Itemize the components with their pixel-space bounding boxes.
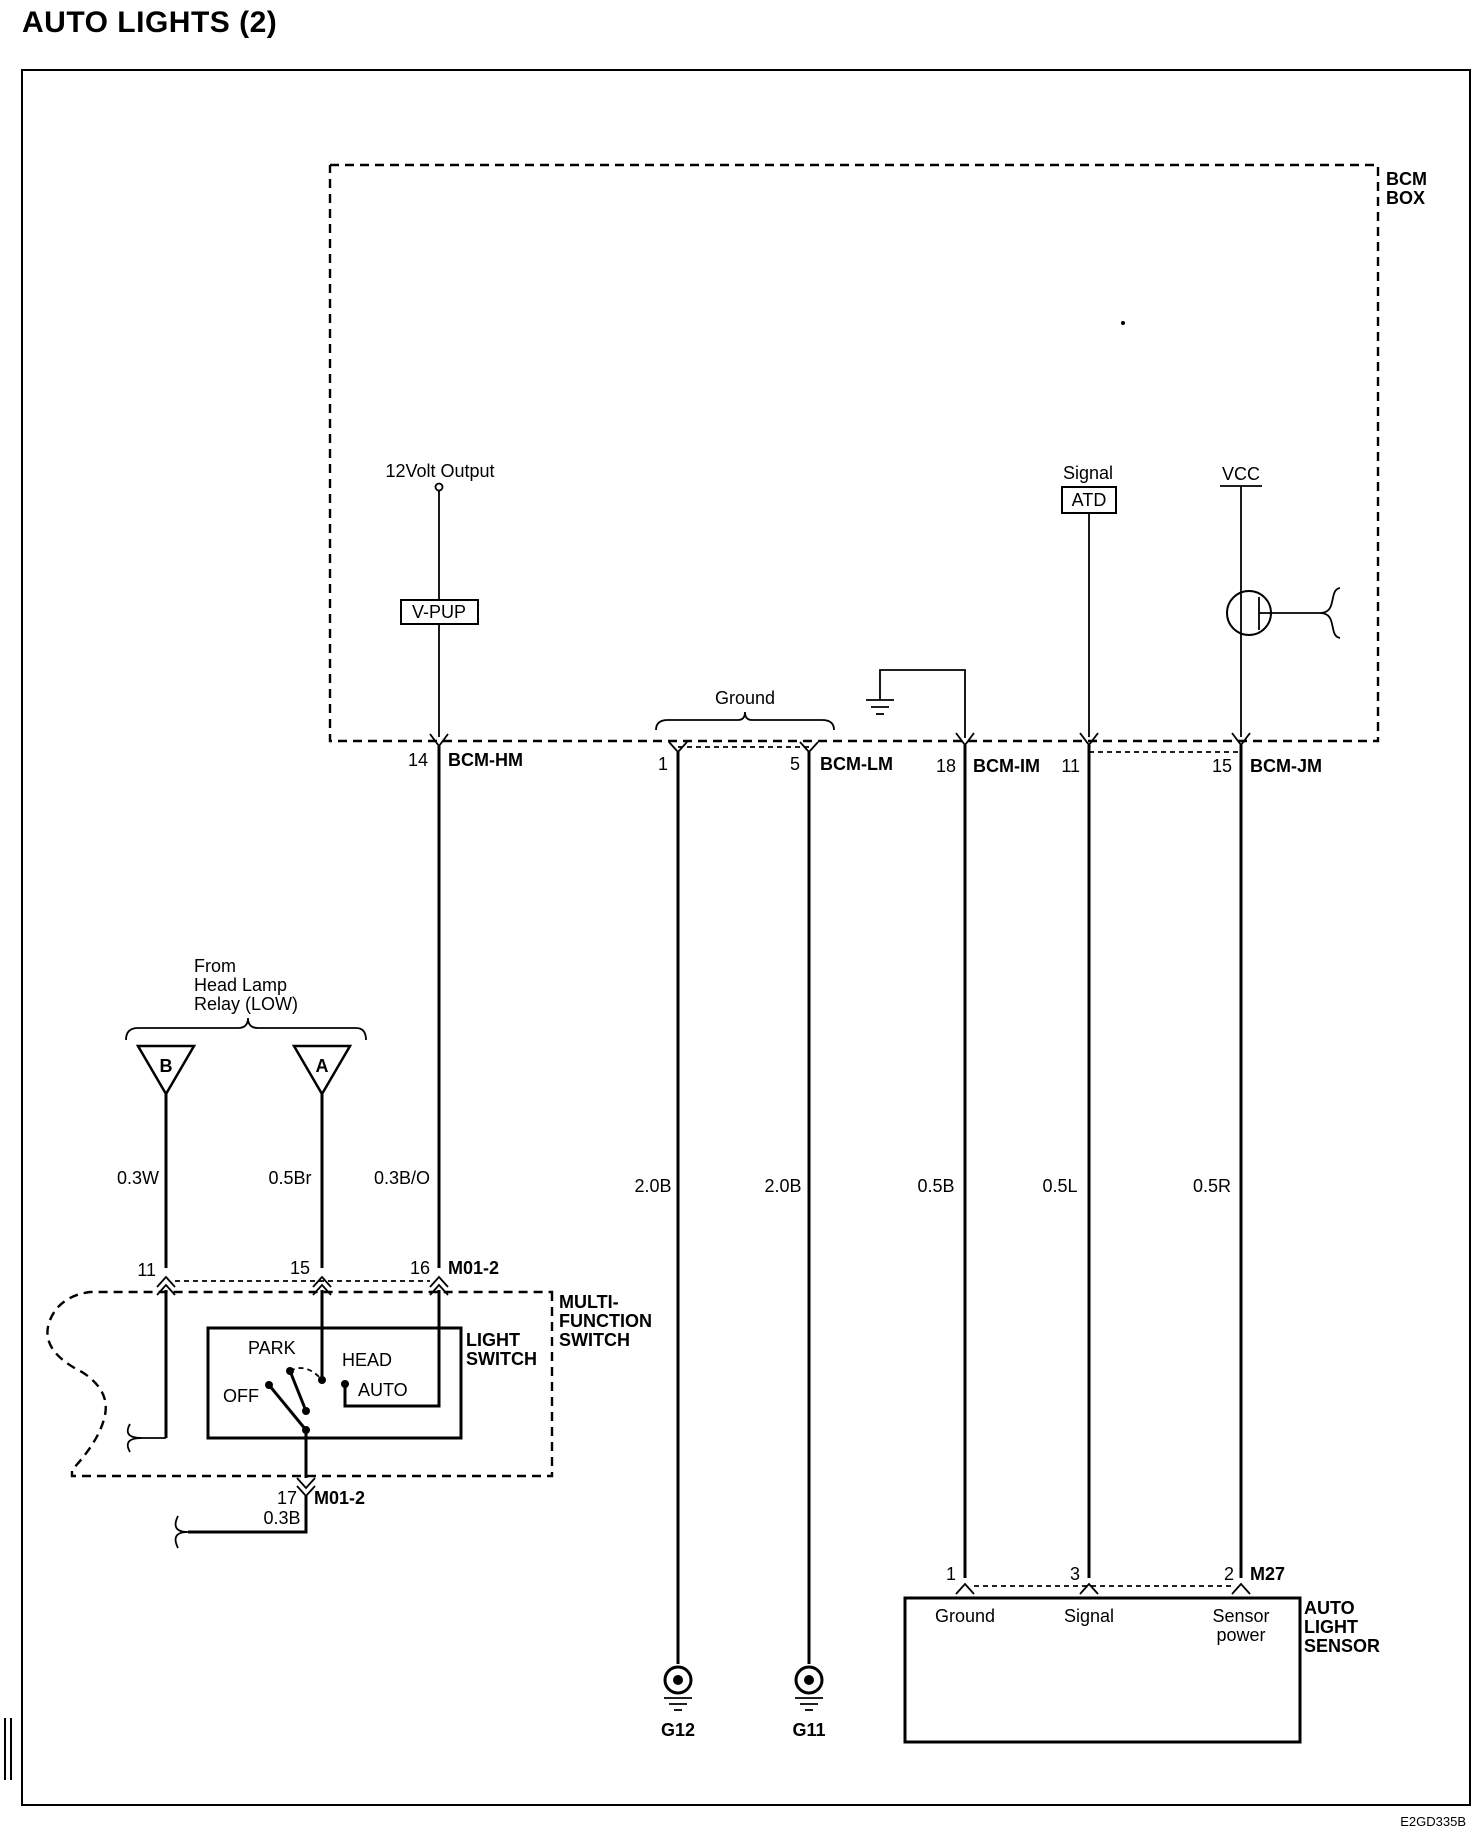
sensor-terminal-signal: Signal <box>1064 1606 1114 1626</box>
bcm-signal-label: Signal <box>1063 463 1113 483</box>
bcm-box: BCM BOX 12Volt Output V-PUP Signal ATD V… <box>328 163 1427 743</box>
bcm-box-label: BOX <box>1386 188 1425 208</box>
sensor-terminal-ground: Ground <box>935 1606 995 1626</box>
bcm-pin-number: 1 <box>658 754 668 774</box>
bcm-box-label: BCM <box>1386 169 1427 189</box>
mf-pin-number: 15 <box>290 1258 310 1278</box>
switch-position-off: OFF <box>223 1386 259 1406</box>
terminal-b-icon <box>135 1044 197 1097</box>
bcm-pin-number: 15 <box>1212 756 1232 776</box>
wire-size-label: 2.0B <box>764 1176 801 1196</box>
mf-pin-number: 17 <box>277 1488 297 1508</box>
wire-size-label: 0.3W <box>117 1168 159 1188</box>
mf-switch-label: MULTI- <box>559 1292 619 1312</box>
bcm-connector-label: BCM-IM <box>973 756 1040 776</box>
diagram-frame <box>21 69 1471 1806</box>
atd-label: ATD <box>1072 490 1107 510</box>
sensor-label: AUTO <box>1304 1598 1355 1618</box>
vcc-label: VCC <box>1222 464 1260 484</box>
light-switch-label: SWITCH <box>466 1349 537 1369</box>
vpup-label: V-PUP <box>412 602 466 622</box>
mf-pin-number: 11 <box>137 1260 156 1280</box>
auto-light-sensor: 1 3 2 M27 Ground Signal Sensor power AUT… <box>903 1564 1380 1744</box>
sensor-terminal-power: Sensor <box>1212 1606 1269 1626</box>
ground-g12-label: G12 <box>661 1720 695 1740</box>
sensor-box <box>903 1596 1302 1744</box>
switch-position-auto: AUTO <box>358 1380 408 1400</box>
wires <box>164 745 1243 1664</box>
wire-size-label: 0.5B <box>917 1176 954 1196</box>
relay-brace <box>125 1017 367 1041</box>
mf-switch-label: SWITCH <box>559 1330 630 1350</box>
bcm-connector-label: BCM-LM <box>820 754 893 774</box>
sensor-pin-number: 2 <box>1224 1564 1234 1584</box>
terminal-a-label: A <box>316 1056 329 1076</box>
bcm-pin-number: 11 <box>1061 756 1080 776</box>
multi-function-switch: 11 15 16 M01-2 MULTI- FUNCTION SWITCH LI… <box>46 1258 652 1549</box>
relay-label: Relay (LOW) <box>194 994 298 1014</box>
ground-g11-label: G11 <box>792 1720 825 1740</box>
bcm-pin-number: 18 <box>936 756 956 776</box>
sensor-label: LIGHT <box>1304 1617 1358 1637</box>
wire-size-label: 0.3B/O <box>374 1168 430 1188</box>
bcm-pin-number: 14 <box>408 750 428 770</box>
relay-label: Head Lamp <box>194 975 287 995</box>
wire-size-label: 0.5Br <box>268 1168 311 1188</box>
page-title: AUTO LIGHTS (2) <box>22 6 278 39</box>
ground-g11: G11 <box>792 1665 826 1740</box>
switch-position-park: PARK <box>248 1338 296 1358</box>
figure-code: E2GD335B <box>1400 1814 1466 1829</box>
light-switch-box <box>206 1326 463 1440</box>
ground-brace <box>655 711 835 731</box>
sensor-pin-number: 1 <box>946 1564 956 1584</box>
mf-pin-number: 16 <box>410 1258 430 1278</box>
mf-connector-label: M01-2 <box>448 1258 499 1278</box>
bcm-output-label: 12Volt Output <box>385 461 494 481</box>
sensor-terminal-power: power <box>1216 1625 1265 1645</box>
wire-size-label: 0.5R <box>1193 1176 1231 1196</box>
atd-box <box>1061 486 1117 514</box>
wire-size-label: 0.3B <box>263 1508 300 1528</box>
wire-size-label: 0.5L <box>1042 1176 1077 1196</box>
sensor-label: SENSOR <box>1304 1636 1380 1656</box>
light-switch-label: LIGHT <box>466 1330 520 1350</box>
mf-switch-label: FUNCTION <box>559 1311 652 1331</box>
head-lamp-relay: From Head Lamp Relay (LOW) B A <box>125 956 367 1097</box>
bcm-pin-arrows <box>429 732 1251 754</box>
bcm-ground-label: Ground <box>715 688 775 708</box>
terminal-b-label: B <box>160 1056 173 1076</box>
bcm-pin-number: 5 <box>790 754 800 774</box>
bcm-connector-label: BCM-JM <box>1250 756 1322 776</box>
sensor-pin-number: 3 <box>1070 1564 1080 1584</box>
terminal-a-icon <box>291 1044 353 1097</box>
ground-g12: G12 <box>661 1665 695 1740</box>
mf-connector-label: M01-2 <box>314 1488 365 1508</box>
relay-label: From <box>194 956 236 976</box>
wire-size-label: 2.0B <box>634 1176 671 1196</box>
bcm-connector-label: BCM-HM <box>448 750 523 770</box>
sensor-connector-label: M27 <box>1250 1564 1285 1584</box>
switch-position-head: HEAD <box>342 1350 392 1370</box>
